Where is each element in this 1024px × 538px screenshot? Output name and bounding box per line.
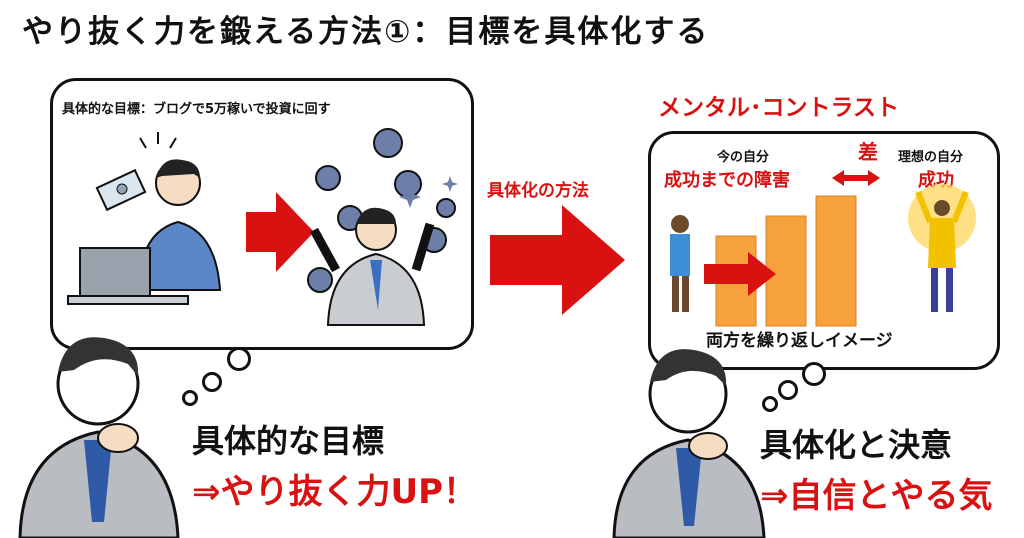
- ideal-self-label: 理想の自分: [898, 150, 964, 165]
- thought-dot: [762, 396, 778, 412]
- thought-dot: [182, 390, 198, 406]
- big-arrow-right-icon: [490, 205, 625, 315]
- sparkle-icon: [139, 132, 177, 149]
- goal-label: 具体的な目標：ブログで5万稼いで投資に回す: [62, 102, 331, 117]
- right-headline: 具体化と決意: [760, 426, 953, 464]
- method-label: 具体化の方法: [487, 181, 589, 201]
- page-title: やり抜く力を鍛える方法①：目標を具体化する: [22, 14, 710, 50]
- thinking-man-icon: [18, 337, 180, 538]
- thinking-man-icon: [612, 349, 766, 538]
- success-person-icon: [908, 184, 976, 312]
- double-arrow-icon: [832, 170, 880, 186]
- money-bill-icon: [95, 168, 147, 212]
- sparkle-icon: [399, 176, 458, 208]
- thought-dot: [778, 380, 798, 400]
- left-headline: 具体的な目標: [192, 422, 385, 460]
- step-bar: [715, 195, 857, 327]
- laptop-man-icon: [67, 159, 222, 305]
- left-result: ⇒やり抜く力UP！: [192, 472, 478, 512]
- arrow-right-icon: [704, 252, 776, 296]
- boy-icon: [670, 215, 690, 312]
- technique-title: メンタル･コントラスト: [658, 95, 900, 121]
- thought-dot: [202, 372, 222, 392]
- right-illustration: [670, 170, 976, 327]
- current-self-label: 今の自分: [717, 150, 770, 165]
- arrow-right-icon: [246, 192, 314, 272]
- thought-dot: [227, 347, 251, 371]
- thought-dot: [802, 362, 826, 386]
- left-illustration: [67, 128, 458, 326]
- obstacle-label: 成功までの障害: [664, 170, 790, 191]
- gap-label: 差: [858, 140, 878, 164]
- right-result: ⇒自信とやる気: [760, 476, 993, 516]
- businessman-icon: [310, 207, 435, 326]
- repeat-caption: 両方を繰り返しイメージ: [706, 331, 893, 351]
